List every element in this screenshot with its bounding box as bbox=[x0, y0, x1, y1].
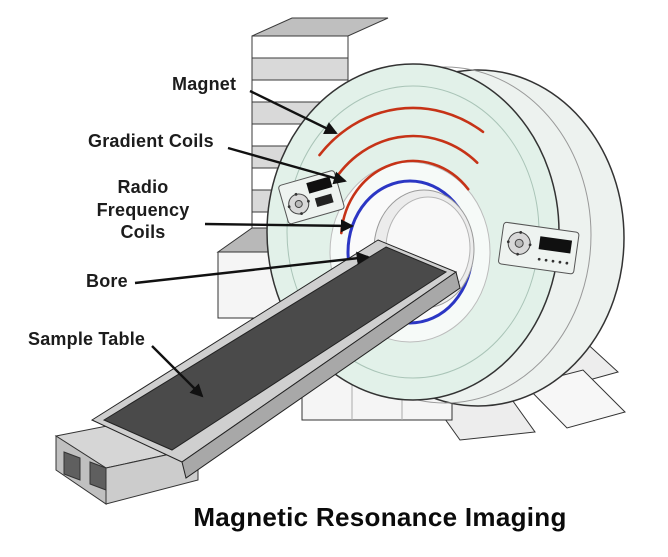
coil-arcs bbox=[318, 106, 485, 235]
bore-label: Bore bbox=[86, 271, 128, 291]
gradient-coils-label: Gradient Coils bbox=[88, 131, 214, 151]
gradient-coil-arc bbox=[328, 134, 479, 190]
rf-arrow bbox=[204, 219, 354, 233]
gradient-arrow bbox=[227, 146, 347, 185]
magnet-coil-arc bbox=[318, 106, 485, 157]
table-base bbox=[54, 417, 200, 505]
sample-table-arrow bbox=[151, 345, 204, 398]
magnet-arrow bbox=[249, 89, 338, 135]
rf-coil-arc bbox=[340, 159, 470, 235]
diagram-title: Magnetic Resonance Imaging bbox=[193, 502, 567, 532]
sample-table bbox=[90, 239, 461, 479]
control-panel-right bbox=[498, 221, 580, 275]
rf-coils-label: Radio Frequency Coils bbox=[96, 177, 190, 242]
label-arrows bbox=[134, 89, 370, 398]
bore-arrow bbox=[134, 251, 370, 285]
sample-table-label: Sample Table bbox=[28, 329, 146, 349]
magnet-label: Magnet bbox=[172, 74, 237, 94]
control-panel-left bbox=[278, 170, 345, 225]
